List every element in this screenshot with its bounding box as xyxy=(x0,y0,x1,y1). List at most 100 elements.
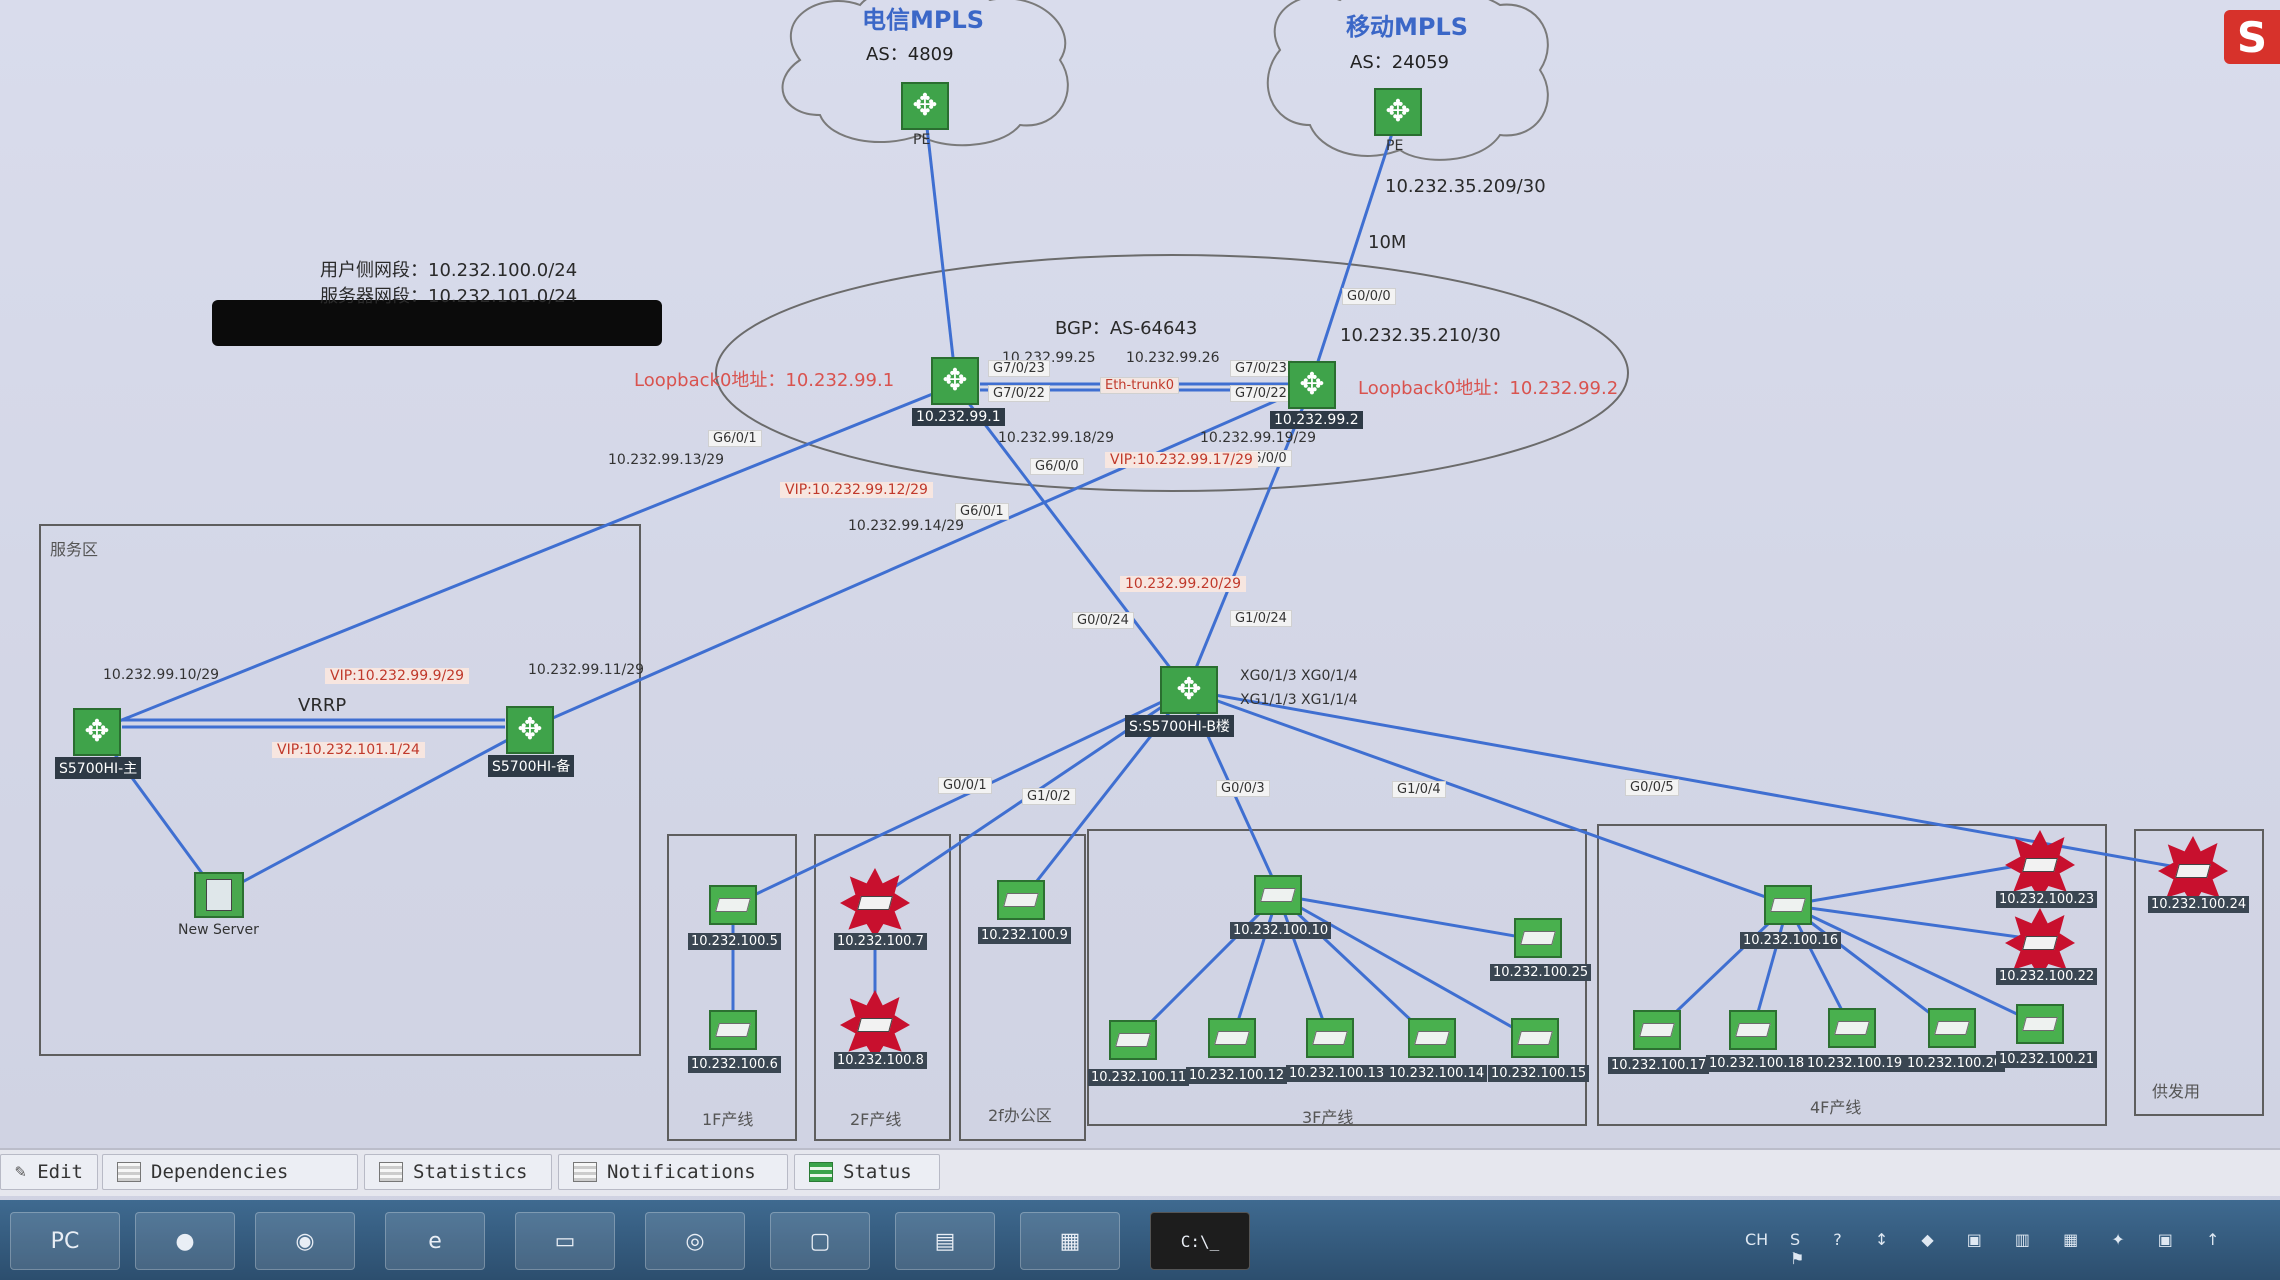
device-label: 10.232.100.25 xyxy=(1490,964,1591,981)
core-router-right-label: 10.232.99.2 xyxy=(1270,411,1363,429)
switch-icon[interactable] xyxy=(1306,1018,1354,1058)
device-label: 10.232.100.9 xyxy=(978,927,1071,944)
notifications-icon xyxy=(573,1162,597,1182)
bandwidth-label: 10M xyxy=(1368,232,1406,253)
right-srv-ip: 10.232.99.14/29 xyxy=(848,518,964,534)
right-down-ip: 10.232.99.19/29 xyxy=(1200,430,1316,446)
device-label: 10.232.100.19 xyxy=(1804,1055,1905,1072)
device-label: 10.232.100.23 xyxy=(1996,891,2097,908)
taskbar-app-monitor-icon[interactable]: ◎ xyxy=(645,1212,745,1270)
device-label: 10.232.100.24 xyxy=(2148,896,2249,913)
bgp-label: BGP：AS-64643 xyxy=(1055,314,1197,340)
taskbar-app-ie-icon[interactable]: e xyxy=(385,1212,485,1270)
vip-core: VIP:10.232.99.17/29 xyxy=(1105,452,1258,468)
core-router-left-label: 10.232.99.1 xyxy=(912,408,1005,426)
switch-icon[interactable] xyxy=(1928,1008,1976,1048)
switch-icon[interactable] xyxy=(1828,1008,1876,1048)
wrench-icon: ✎ xyxy=(15,1163,27,1181)
service-switch-backup-icon[interactable]: ✥ xyxy=(506,706,554,754)
status-icon xyxy=(809,1162,833,1182)
uplink-3: G0/0/3 xyxy=(1216,780,1270,797)
core-router-left-icon[interactable]: ✥ xyxy=(931,357,979,405)
right-port-2: G7/0/22 xyxy=(1230,385,1292,402)
switch-icon[interactable] xyxy=(709,885,757,925)
user-segment-text: 用户侧网段：10.232.100.0/24 xyxy=(320,256,577,282)
tab-label: Statistics xyxy=(413,1161,527,1183)
service-switch-main-icon[interactable]: ✥ xyxy=(73,708,121,756)
telecom-as: AS：4809 xyxy=(866,40,954,66)
telecom-pe-label: PE xyxy=(913,132,930,148)
switch-icon[interactable] xyxy=(997,880,1045,920)
left-port-2: G7/0/22 xyxy=(988,385,1050,402)
mobile-pe-router-icon[interactable]: ✥ xyxy=(1374,88,1422,136)
ime-indicator[interactable]: CH xyxy=(1745,1230,1768,1249)
device-label: 10.232.100.15 xyxy=(1488,1065,1589,1082)
switch-icon[interactable] xyxy=(1254,875,1302,915)
tab-status[interactable]: Status xyxy=(794,1154,940,1190)
dist-ports-2: XG1/1/3 XG1/1/4 xyxy=(1240,692,1358,708)
device-label: 10.232.100.22 xyxy=(1996,968,2097,985)
device-label: 10.232.100.7 xyxy=(834,933,927,950)
device-label: 10.232.100.5 xyxy=(688,933,781,950)
left-down-ip: 10.232.99.18/29 xyxy=(998,430,1114,446)
tab-label: Dependencies xyxy=(151,1161,288,1183)
new-server-icon[interactable] xyxy=(194,872,244,918)
port-g1024: G1/0/24 xyxy=(1230,610,1292,627)
switch-icon[interactable] xyxy=(2016,1004,2064,1044)
left-srv-ip: 10.232.99.13/29 xyxy=(608,452,724,468)
service-switch-main-label: S5700HI-主 xyxy=(55,757,141,779)
core-router-right-icon[interactable]: ✥ xyxy=(1288,361,1336,409)
taskbar-app-grid-icon[interactable]: ▦ xyxy=(1020,1212,1120,1270)
switch-icon[interactable] xyxy=(1633,1010,1681,1050)
zone-2f-box xyxy=(815,835,950,1140)
taskbar-app-browser-icon[interactable]: ◉ xyxy=(255,1212,355,1270)
taskbar-app-doc-icon[interactable]: ▤ xyxy=(895,1212,995,1270)
tab-statistics[interactable]: Statistics xyxy=(364,1154,552,1190)
tray-icons[interactable]: S ? ↕ ◆ ▣ ▥ ▦ ✦ ▣ ↑ ⚑ xyxy=(1790,1230,2280,1268)
telecom-pe-router-icon[interactable]: ✥ xyxy=(901,82,949,130)
statistics-icon xyxy=(379,1162,403,1182)
switch-icon[interactable] xyxy=(1408,1018,1456,1058)
switch-icon[interactable] xyxy=(1514,918,1562,958)
topology-canvas[interactable]: 电信MPLS AS：4809 ✥ PE 移动MPLS AS：24059 ✥ PE… xyxy=(0,0,2280,1150)
left-loopback-label: Loopback0地址：10.232.99.1 xyxy=(634,366,894,392)
zone-sup-name: 供发用 xyxy=(2152,1078,2200,1102)
trunk-label: Eth-trunk0 xyxy=(1100,377,1179,394)
switch-icon[interactable] xyxy=(1511,1018,1559,1058)
service-vip-top: VIP:10.232.99.9/29 xyxy=(325,668,469,684)
taskbar-app-folder-icon[interactable]: ▭ xyxy=(515,1212,615,1270)
bottom-tab-bar: ✎ Edit Dependencies Statistics Notificat… xyxy=(0,1148,2280,1196)
terminal-label: C:\_ xyxy=(1181,1232,1220,1251)
taskbar-app-terminal[interactable]: C:\_ xyxy=(1150,1212,1250,1270)
server-segment-text: 服务器网段：10.232.101.0/24 xyxy=(320,282,577,308)
start-button[interactable]: PC xyxy=(10,1212,120,1270)
device-label: 10.232.100.11 xyxy=(1088,1069,1189,1086)
device-label: 10.232.100.10 xyxy=(1230,922,1331,939)
telecom-mpls-title: 电信MPLS xyxy=(862,0,984,35)
mobile-pe-label: PE xyxy=(1386,138,1403,154)
taskbar-app-window-icon[interactable]: ▢ xyxy=(770,1212,870,1270)
taskbar-app-chat-icon[interactable]: ● xyxy=(135,1212,235,1270)
tab-label: Status xyxy=(843,1161,912,1183)
switch-icon[interactable] xyxy=(1109,1020,1157,1060)
service-ip-left: 10.232.99.10/29 xyxy=(103,667,219,683)
zone-3f-name: 3F产线 xyxy=(1302,1104,1353,1128)
switch-icon[interactable] xyxy=(1764,885,1812,925)
device-label: 10.232.100.17 xyxy=(1608,1057,1709,1074)
switch-icon[interactable] xyxy=(1729,1010,1777,1050)
service-switch-backup-label: S5700HI-备 xyxy=(488,755,574,777)
distribution-switch-icon[interactable]: ✥ xyxy=(1160,666,1218,714)
right-wan-ip: 10.232.35.210/30 xyxy=(1340,325,1501,346)
port-g0024: G0/0/24 xyxy=(1072,612,1134,629)
device-label: 10.232.100.13 xyxy=(1286,1065,1387,1082)
switch-icon[interactable] xyxy=(709,1010,757,1050)
mobile-pe-ip: 10.232.35.209/30 xyxy=(1385,176,1546,197)
device-label: 10.232.100.6 xyxy=(688,1056,781,1073)
switch-icon[interactable] xyxy=(1208,1018,1256,1058)
tab-edit[interactable]: ✎ Edit xyxy=(0,1154,98,1190)
mobile-as: AS：24059 xyxy=(1350,48,1449,74)
tab-notifications[interactable]: Notifications xyxy=(558,1154,788,1190)
port-g601: G6/0/1 xyxy=(708,430,762,447)
uplink-2: G1/0/2 xyxy=(1022,788,1076,805)
tab-dependencies[interactable]: Dependencies xyxy=(102,1154,358,1190)
